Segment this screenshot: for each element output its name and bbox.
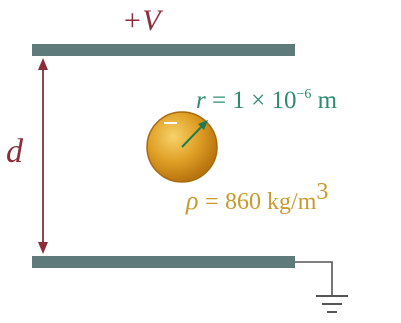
radius-value: 1 × 10 (232, 87, 297, 114)
ground-icon (316, 295, 348, 313)
radius-unit: m (317, 87, 338, 114)
radius-label: r = 1 × 10−6 m (196, 87, 338, 114)
distance-label: d (6, 133, 23, 170)
radius-arrow (181, 120, 208, 148)
density-label: ρ = 860 kg/m3 (186, 180, 328, 214)
voltage-label: +V (122, 4, 161, 37)
radius-exponent: −6 (296, 87, 312, 102)
density-exponent: 3 (316, 179, 329, 205)
ground-wire (295, 261, 333, 295)
radius-equals: = (211, 87, 227, 114)
density-symbol: ρ (186, 186, 199, 215)
top-plate (32, 44, 295, 56)
distance-arrow (38, 58, 48, 254)
radius-symbol: r (196, 87, 206, 114)
minus-sign-icon (164, 122, 177, 124)
density-equals: = (204, 189, 219, 215)
bottom-plate (32, 256, 295, 268)
density-value: 860 kg/m (225, 189, 317, 215)
